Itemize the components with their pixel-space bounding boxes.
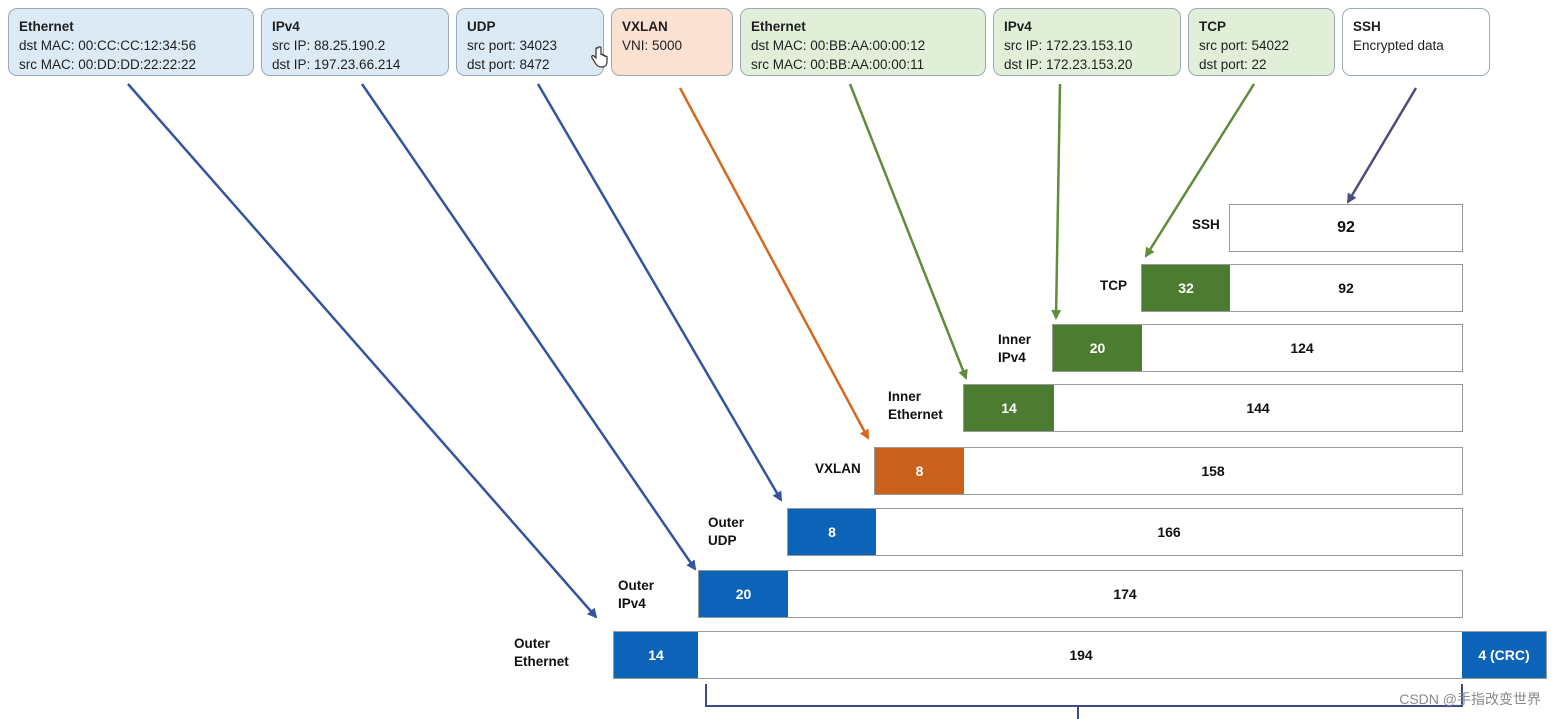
header-title: Ethernet — [751, 19, 806, 34]
layer-label-vxlan: VXLAN — [815, 461, 861, 476]
arrow-ssh — [1346, 87, 1418, 204]
header-line: src port: 54022 — [1199, 38, 1290, 53]
layer-label-inner-ipv4: Inner IPv4 — [998, 332, 1032, 365]
header-line: src IP: 88.25.190.2 — [272, 38, 386, 53]
arrow-outer-ipv4 — [360, 83, 697, 571]
arrow-inner-ethernet — [848, 83, 968, 380]
arrow-tcp — [1144, 83, 1256, 258]
trailer-segment: 4 (CRC) — [1462, 632, 1546, 678]
header-segment: 14 — [964, 385, 1054, 431]
header-title: Ethernet — [19, 19, 74, 34]
layer-bar-vxlan: 8 158 — [874, 447, 1463, 495]
header-segment: 20 — [699, 571, 788, 617]
arrow-outer-udp — [536, 83, 783, 502]
arrow-inner-ipv4 — [1051, 83, 1062, 320]
payload-segment: 158 — [1201, 463, 1225, 479]
payload-segment: 92 — [1338, 280, 1354, 296]
layer-label-tcp: TCP — [1100, 278, 1127, 293]
header-segment: 8 — [875, 448, 964, 494]
header-line: Encrypted data — [1353, 38, 1444, 53]
watermark: CSDN @手指改变世界 — [1399, 691, 1541, 707]
layer-bar-tcp: 32 92 — [1141, 264, 1463, 312]
payload-segment: 144 — [1246, 400, 1270, 416]
header-segment: 14 — [614, 632, 698, 678]
header-line: dst MAC: 00:BB:AA:00:00:12 — [751, 38, 926, 53]
header-line: dst MAC: 00:CC:CC:12:34:56 — [19, 38, 197, 53]
arrow-outer-ethernet — [127, 83, 598, 619]
header-title: SSH — [1353, 19, 1381, 34]
layer-label-outer-ipv4: Outer IPv4 — [618, 578, 655, 611]
header-title: IPv4 — [272, 19, 300, 34]
layer-bar-ssh: 92 — [1229, 204, 1463, 252]
header-segment: 8 — [788, 509, 876, 555]
layer-bar-outer-ipv4: 20 174 — [698, 570, 1463, 618]
layer-bar-inner-ipv4: 20 124 — [1052, 324, 1463, 372]
header-line: dst port: 22 — [1199, 57, 1267, 72]
header-vxlan: VXLAN VNI: 5000 — [611, 8, 733, 76]
header-outer-ethernet: Ethernet dst MAC: 00:CC:CC:12:34:56 src … — [8, 8, 254, 76]
header-line: src IP: 172.23.153.10 — [1004, 38, 1133, 53]
layer-label-outer-udp: Outer UDP — [708, 515, 745, 548]
header-tcp: TCP src port: 54022 dst port: 22 — [1188, 8, 1335, 76]
layer-label-ssh: SSH — [1192, 217, 1220, 232]
header-title: TCP — [1199, 19, 1226, 34]
header-title: VXLAN — [622, 19, 668, 34]
layer-bar-outer-udp: 8 166 — [787, 508, 1463, 556]
layer-label-outer-ethernet: Outer Ethernet — [514, 636, 569, 669]
hand-cursor-icon — [591, 46, 608, 68]
payload-brace — [705, 684, 1463, 719]
header-inner-ipv4: IPv4 src IP: 172.23.153.10 dst IP: 172.2… — [993, 8, 1181, 76]
payload-segment: 166 — [1157, 524, 1181, 540]
layer-label-inner-ethernet: Inner Ethernet — [888, 389, 943, 422]
header-segment: 20 — [1053, 325, 1142, 371]
header-ssh: SSH Encrypted data — [1342, 8, 1490, 76]
header-inner-ethernet: Ethernet dst MAC: 00:BB:AA:00:00:12 src … — [740, 8, 986, 76]
header-line: dst port: 8472 — [467, 57, 550, 72]
header-title: UDP — [467, 19, 496, 34]
layer-bar-inner-ethernet: 14 144 — [963, 384, 1463, 432]
header-line: src port: 34023 — [467, 38, 558, 53]
header-segment: 32 — [1142, 265, 1230, 311]
header-outer-ipv4: IPv4 src IP: 88.25.190.2 dst IP: 197.23.… — [261, 8, 449, 76]
header-line: src MAC: 00:BB:AA:00:00:11 — [751, 57, 925, 72]
header-title: IPv4 — [1004, 19, 1032, 34]
arrow-vxlan — [678, 87, 870, 440]
payload-segment: 92 — [1337, 219, 1355, 236]
payload-segment: 194 — [1069, 647, 1093, 663]
header-line: VNI: 5000 — [622, 38, 683, 53]
header-line: src MAC: 00:DD:DD:22:22:22 — [19, 57, 197, 72]
header-line: dst IP: 172.23.153.20 — [1004, 57, 1133, 72]
layer-bar-outer-ethernet: 14 194 4 (CRC) — [613, 631, 1547, 679]
header-line: dst IP: 197.23.66.214 — [272, 57, 401, 72]
header-outer-udp: UDP src port: 34023 dst port: 8472 — [456, 8, 604, 76]
payload-segment: 124 — [1290, 340, 1314, 356]
payload-segment: 174 — [1113, 586, 1137, 602]
